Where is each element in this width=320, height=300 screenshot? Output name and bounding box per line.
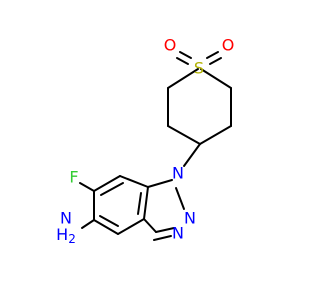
- oxygen-atom-label: O: [164, 36, 177, 55]
- bond: [93, 219, 119, 235]
- fluorine-atom-label: F: [69, 168, 78, 187]
- bond: [183, 143, 201, 167]
- bond: [209, 57, 222, 65]
- bond: [99, 215, 119, 227]
- nitrogen-atom-label: N: [184, 209, 196, 228]
- bond: [199, 125, 232, 145]
- bond: [137, 192, 142, 215]
- bond: [119, 175, 149, 188]
- amine-nitrogen-label: N: [60, 209, 72, 228]
- bond: [175, 187, 185, 210]
- bond: [117, 218, 145, 235]
- bond: [206, 51, 219, 59]
- bond: [100, 182, 124, 196]
- oxygen-atom-label: O: [222, 36, 235, 55]
- bond: [147, 179, 173, 188]
- amine-group-label: H2: [56, 225, 76, 247]
- nitrogen-atom-label: N: [172, 224, 184, 243]
- bond: [179, 51, 192, 59]
- bond: [153, 235, 172, 241]
- bond: [93, 175, 121, 192]
- bond: [176, 57, 189, 65]
- bond: [155, 227, 175, 233]
- nitrogen-atom-label: N: [172, 164, 184, 183]
- bond: [167, 68, 199, 89]
- bond: [79, 182, 95, 192]
- bond: [81, 219, 95, 229]
- sulfur-atom-label: S: [194, 59, 204, 78]
- bond: [167, 125, 201, 145]
- amine-h-label: H: [56, 225, 68, 244]
- bond: [143, 186, 149, 220]
- molecule-structure: S O O N N N F H2 N: [56, 36, 235, 247]
- bond: [143, 218, 157, 233]
- bond: [200, 68, 232, 89]
- amine-subscript-label: 2: [68, 232, 76, 246]
